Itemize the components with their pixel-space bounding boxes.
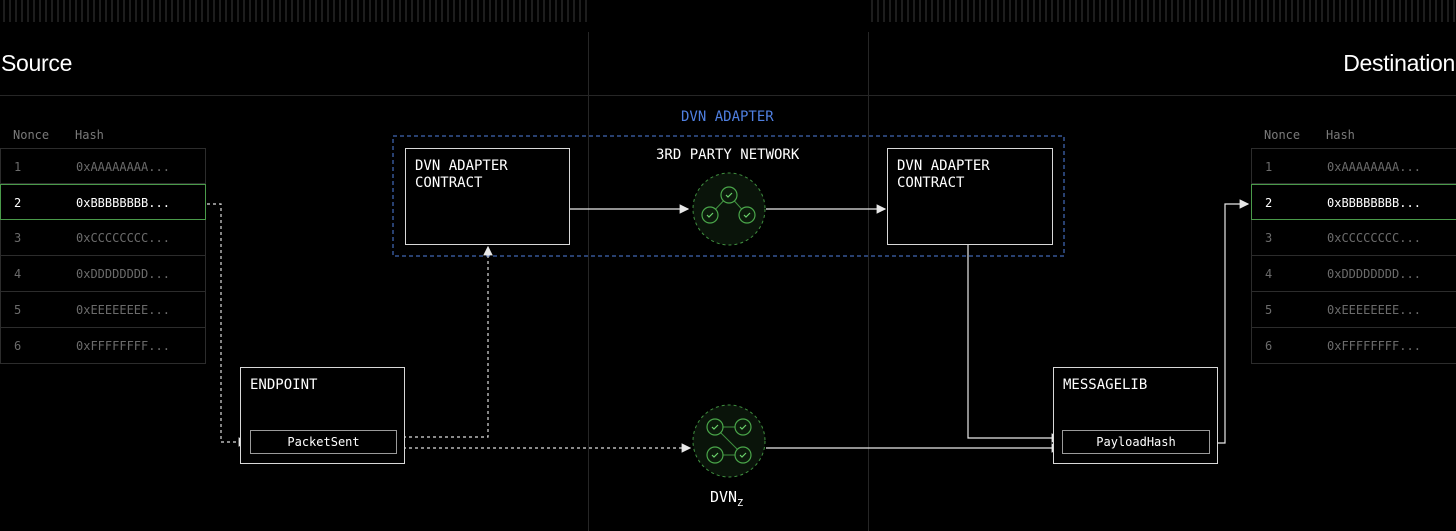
- destination-row-hash: 0xAAAAAAAA...: [1327, 160, 1421, 174]
- header-divider: [0, 95, 1456, 96]
- destination-title: Destination: [1343, 50, 1455, 76]
- messagelib-label: MESSAGELIB: [1063, 377, 1148, 393]
- arrow-source-to-endpoint: [207, 203, 249, 447]
- source-row-nonce: 2: [14, 196, 22, 210]
- source-table-row: 6 0xFFFFFFFF...: [0, 328, 206, 364]
- dvn-verifier-icon: [692, 404, 766, 478]
- source-col-nonce: Nonce: [13, 128, 50, 142]
- destination-row-hash: 0xDDDDDDDD...: [1327, 267, 1421, 281]
- dest-col-hash: Hash: [1326, 128, 1355, 142]
- top-ruler-right: [871, 0, 1455, 22]
- source-title: Source: [1, 50, 73, 76]
- destination-table-row: 6 0xFFFFFFFF...: [1251, 328, 1456, 364]
- arrow-dest-adapter-to-payloadhash: [967, 245, 1062, 443]
- third-party-network-label: 3RD PARTY NETWORK: [656, 147, 800, 163]
- destination-row-nonce: 3: [1265, 231, 1273, 245]
- source-dvn-adapter-contract-label: DVN ADAPTER CONTRACT: [415, 158, 508, 191]
- dvn-label: DVNZ: [710, 488, 743, 509]
- source-row-hash: 0xAAAAAAAA...: [76, 160, 170, 174]
- source-row-hash: 0xDDDDDDDD...: [76, 267, 170, 281]
- destination-row-nonce: 2: [1265, 196, 1273, 210]
- messagelib-box: MESSAGELIB PayloadHash: [1053, 367, 1218, 464]
- source-table-row: 1 0xAAAAAAAA...: [0, 148, 206, 184]
- destination-table-row: 4 0xDDDDDDDD...: [1251, 256, 1456, 292]
- destination-row-hash: 0xBBBBBBBB...: [1327, 196, 1421, 210]
- source-row-nonce: 5: [14, 303, 22, 317]
- source-row-nonce: 6: [14, 339, 22, 353]
- destination-table-row: 2 0xBBBBBBBB...: [1251, 184, 1456, 220]
- destination-row-hash: 0xCCCCCCCC...: [1327, 231, 1421, 245]
- source-dvn-adapter-contract: DVN ADAPTER CONTRACT: [405, 148, 570, 245]
- source-row-nonce: 3: [14, 231, 22, 245]
- destination-dvn-adapter-contract-label: DVN ADAPTER CONTRACT: [897, 158, 990, 191]
- destination-table-row: 1 0xAAAAAAAA...: [1251, 148, 1456, 184]
- dest-col-nonce: Nonce: [1264, 128, 1301, 142]
- destination-row-nonce: 6: [1265, 339, 1273, 353]
- endpoint-box: ENDPOINT PacketSent: [240, 367, 405, 464]
- destination-table-row: 3 0xCCCCCCCC...: [1251, 220, 1456, 256]
- source-row-hash: 0xCCCCCCCC...: [76, 231, 170, 245]
- source-table-row: 4 0xDDDDDDDD...: [0, 256, 206, 292]
- network-verifier-icon: [692, 172, 766, 246]
- source-row-nonce: 4: [14, 267, 22, 281]
- source-row-hash: 0xEEEEEEEE...: [76, 303, 170, 317]
- grid-divider: [588, 32, 589, 531]
- source-nonce-table: 1 0xAAAAAAAA... 2 0xBBBBBBBB... 3 0xCCCCCCCC.…: [0, 148, 206, 364]
- source-table-row: 2 0xBBBBBBBB...: [0, 184, 206, 220]
- dvn-adapter-group: [392, 135, 1065, 257]
- source-table-row: 3 0xCCCCCCCC...: [0, 220, 206, 256]
- destination-row-hash: 0xEEEEEEEE...: [1327, 303, 1421, 317]
- payloadhash-event: PayloadHash: [1062, 430, 1210, 454]
- packetsent-event: PacketSent: [250, 430, 397, 454]
- destination-table-row: 5 0xEEEEEEEE...: [1251, 292, 1456, 328]
- endpoint-label: ENDPOINT: [250, 377, 318, 393]
- source-table-row: 5 0xEEEEEEEE...: [0, 292, 206, 328]
- top-ruler-left: [3, 0, 587, 22]
- source-col-hash: Hash: [75, 128, 104, 142]
- grid-divider: [868, 32, 869, 531]
- destination-dvn-adapter-contract: DVN ADAPTER CONTRACT: [887, 148, 1053, 245]
- dvn-label-text: DVN: [710, 488, 738, 506]
- destination-row-nonce: 4: [1265, 267, 1273, 281]
- destination-row-hash: 0xFFFFFFFF...: [1327, 339, 1421, 353]
- destination-row-nonce: 5: [1265, 303, 1273, 317]
- source-row-hash: 0xBBBBBBBB...: [76, 196, 170, 210]
- dvn-label-subscript: Z: [737, 498, 744, 509]
- dvn-adapter-group-label: DVN ADAPTER: [681, 109, 774, 125]
- source-row-nonce: 1: [14, 160, 22, 174]
- destination-row-nonce: 1: [1265, 160, 1273, 174]
- source-row-hash: 0xFFFFFFFF...: [76, 339, 170, 353]
- destination-nonce-table: 1 0xAAAAAAAA... 2 0xBBBBBBBB... 3 0xCCCCCCCC.…: [1251, 148, 1456, 364]
- arrow-packetsent-to-adapter: [397, 245, 493, 438]
